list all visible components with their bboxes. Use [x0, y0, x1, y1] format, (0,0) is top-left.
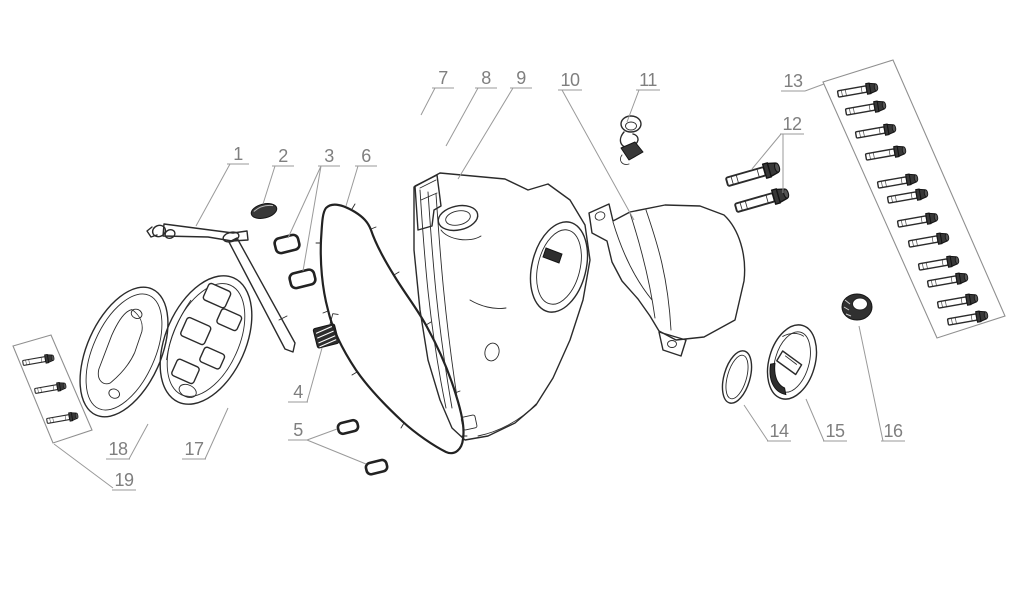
roller-pin-a	[336, 418, 360, 436]
dowel-pin-b	[288, 268, 317, 290]
callout-label-12: 12	[782, 114, 802, 134]
callout-label-17: 17	[184, 439, 204, 459]
bearing-nut	[841, 293, 873, 321]
callout-5: 5	[288, 420, 367, 465]
callout-label-5: 5	[293, 420, 303, 440]
callout-label-1: 1	[233, 144, 243, 164]
clutch-lifter-plate	[159, 275, 253, 405]
callout-2: 2	[262, 146, 294, 205]
callout-9: 9	[457, 68, 532, 180]
callout-16: 16	[858, 325, 905, 442]
callout-13: 13	[781, 71, 825, 92]
callout-7: 7	[420, 68, 454, 116]
callout-8: 8	[445, 68, 497, 147]
callout-label-18: 18	[108, 439, 128, 459]
callout-label-7: 7	[438, 68, 448, 88]
callout-14: 14	[743, 404, 791, 442]
bushing-seal	[250, 203, 278, 219]
callout-label-14: 14	[769, 421, 789, 441]
callout-label-16: 16	[883, 421, 903, 441]
callout-label-10: 10	[560, 70, 580, 90]
callout-label-4: 4	[293, 382, 303, 402]
callout-label-19: 19	[114, 470, 134, 490]
callout-10: 10	[558, 70, 635, 221]
callout-18: 18	[106, 423, 149, 460]
callout-label-6: 6	[361, 146, 371, 166]
bolt-pair	[724, 159, 792, 216]
callout-1: 1	[195, 144, 249, 227]
callout-label-13: 13	[783, 71, 803, 91]
callout-17: 17	[182, 407, 229, 460]
clutch-release-lever	[146, 223, 296, 353]
retainer-clip	[619, 115, 644, 165]
callout-label-2: 2	[278, 146, 288, 166]
callout-19: 19	[53, 443, 136, 491]
callout-3: 3	[287, 146, 340, 272]
callout-12: 12	[751, 114, 804, 193]
callout-label-15: 15	[825, 421, 845, 441]
clutch-cover	[413, 172, 591, 441]
cover-gasket	[315, 203, 468, 455]
o-ring	[721, 350, 753, 404]
pressure-plate	[79, 286, 169, 418]
callout-15: 15	[805, 398, 847, 442]
callout-4: 4	[288, 347, 323, 403]
callout-label-11: 11	[639, 70, 657, 90]
bolt-panel-19	[12, 334, 93, 444]
dowel-pin-a	[273, 233, 301, 255]
callout-label-9: 9	[516, 68, 526, 88]
callout-label-3: 3	[324, 146, 334, 166]
guard-cover	[588, 203, 746, 357]
callout-label-8: 8	[481, 68, 491, 88]
inspection-cap	[766, 324, 818, 400]
roller-pin-b	[364, 458, 389, 476]
callout-11: 11	[626, 70, 660, 123]
bolt-panel-13	[822, 59, 1006, 339]
callout-6: 6	[345, 146, 377, 207]
